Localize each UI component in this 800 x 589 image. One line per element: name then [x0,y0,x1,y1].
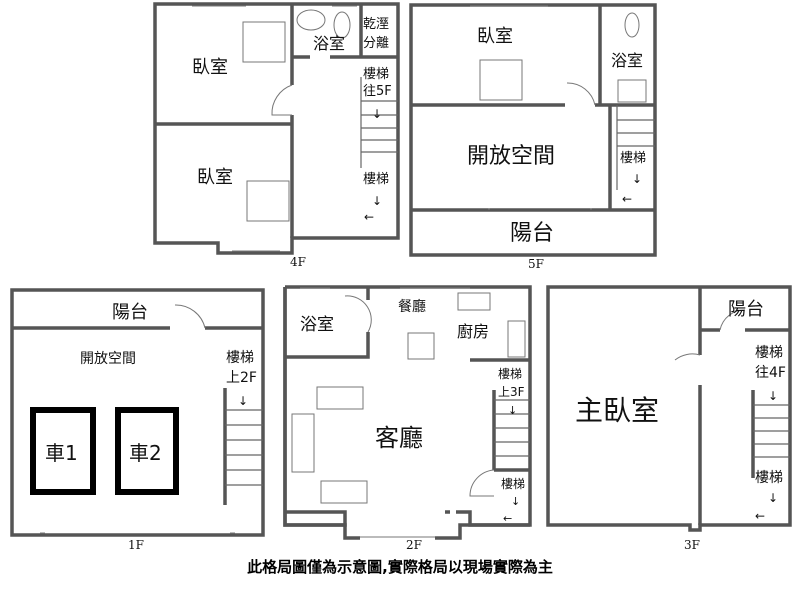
floor-label-5f: 5F [528,257,544,271]
dry-wet-label: 乾溼 [363,17,389,32]
bed-icon [479,59,523,101]
arrow-down-icon: ↓ [238,394,248,408]
sofa-icon [320,480,368,504]
arrow-down-icon: ↓ [768,389,778,403]
arrow-left-icon: ← [503,512,512,525]
room-open-space: 開放空間 [80,351,136,367]
toilet-icon [333,11,351,39]
room-bathroom: 浴室 [300,315,334,335]
floor-5f [409,3,657,257]
sink-icon [296,9,326,31]
floor-label-2f: 2F [406,538,422,552]
arrow-left-icon: ← [755,509,765,523]
room-bedroom: 臥室 [197,167,233,188]
stairs-label: 樓梯 [363,67,389,82]
sofa-icon [316,386,364,410]
bed-icon [246,180,290,222]
room-kitchen: 廚房 [457,322,489,341]
arrow-down-icon: ↓ [372,107,382,121]
arrow-down-icon: ↓ [511,495,520,508]
arrow-down-icon: ↓ [508,404,517,417]
toilet-icon [624,12,640,38]
floor-1f [10,288,265,537]
stairs-label: 樓梯 [498,366,522,381]
floor-label-3f: 3F [684,538,700,552]
floor-label-1f: 1F [128,538,144,552]
room-balcony: 陽台 [728,299,764,320]
car-1-label: 車1 [45,441,78,465]
floor-3f [546,285,792,532]
stairs-label: 樓梯 [226,350,254,366]
stairs-to-label: 往5F [363,84,392,99]
stairs-to-label: 往4F [755,365,786,381]
stairs-to-label: 上3F [498,385,525,399]
disclaimer-caption: 此格局圖僅為示意圖,實際格局以現場實際為主 [247,558,553,576]
car-2-outline [115,407,179,495]
room-balcony: 陽台 [510,221,554,246]
dry-wet-label: 分離 [363,36,389,51]
room-open-space: 開放空間 [467,144,555,169]
room-master-bedroom: 主臥室 [575,394,659,427]
room-bedroom: 臥室 [192,57,228,78]
arrow-left-icon: ← [364,210,374,224]
stairs-label: 樓梯 [755,345,783,361]
bed-icon [242,21,286,63]
floor-4f [153,2,400,255]
sink-icon [457,292,491,311]
stairs-to-label: 上2F [226,370,257,386]
room-balcony: 陽台 [112,302,148,323]
stairs-label: 樓梯 [755,470,783,486]
floor-label-4f: 4F [290,255,306,269]
arrow-down-icon: ↓ [632,172,642,186]
dining-table-icon [407,332,435,360]
car-2-label: 車2 [129,441,162,465]
room-bathroom: 浴室 [313,34,345,53]
sofa-icon [291,413,315,473]
car-1-outline [30,407,96,495]
sink-icon [617,79,647,103]
floor-2f [283,285,532,540]
stove-icon [507,320,526,358]
room-dining: 餐廳 [398,298,426,315]
stairs-label: 樓梯 [363,172,389,187]
room-living: 客廳 [375,424,423,452]
stairs-label: 樓梯 [501,476,525,491]
arrow-down-icon: ↓ [768,491,778,505]
arrow-down-icon: ↓ [372,194,382,208]
stairs-label: 樓梯 [620,151,646,166]
room-bedroom: 臥室 [477,26,513,47]
arrow-left-icon: ← [622,192,632,206]
room-bathroom: 浴室 [611,51,643,70]
